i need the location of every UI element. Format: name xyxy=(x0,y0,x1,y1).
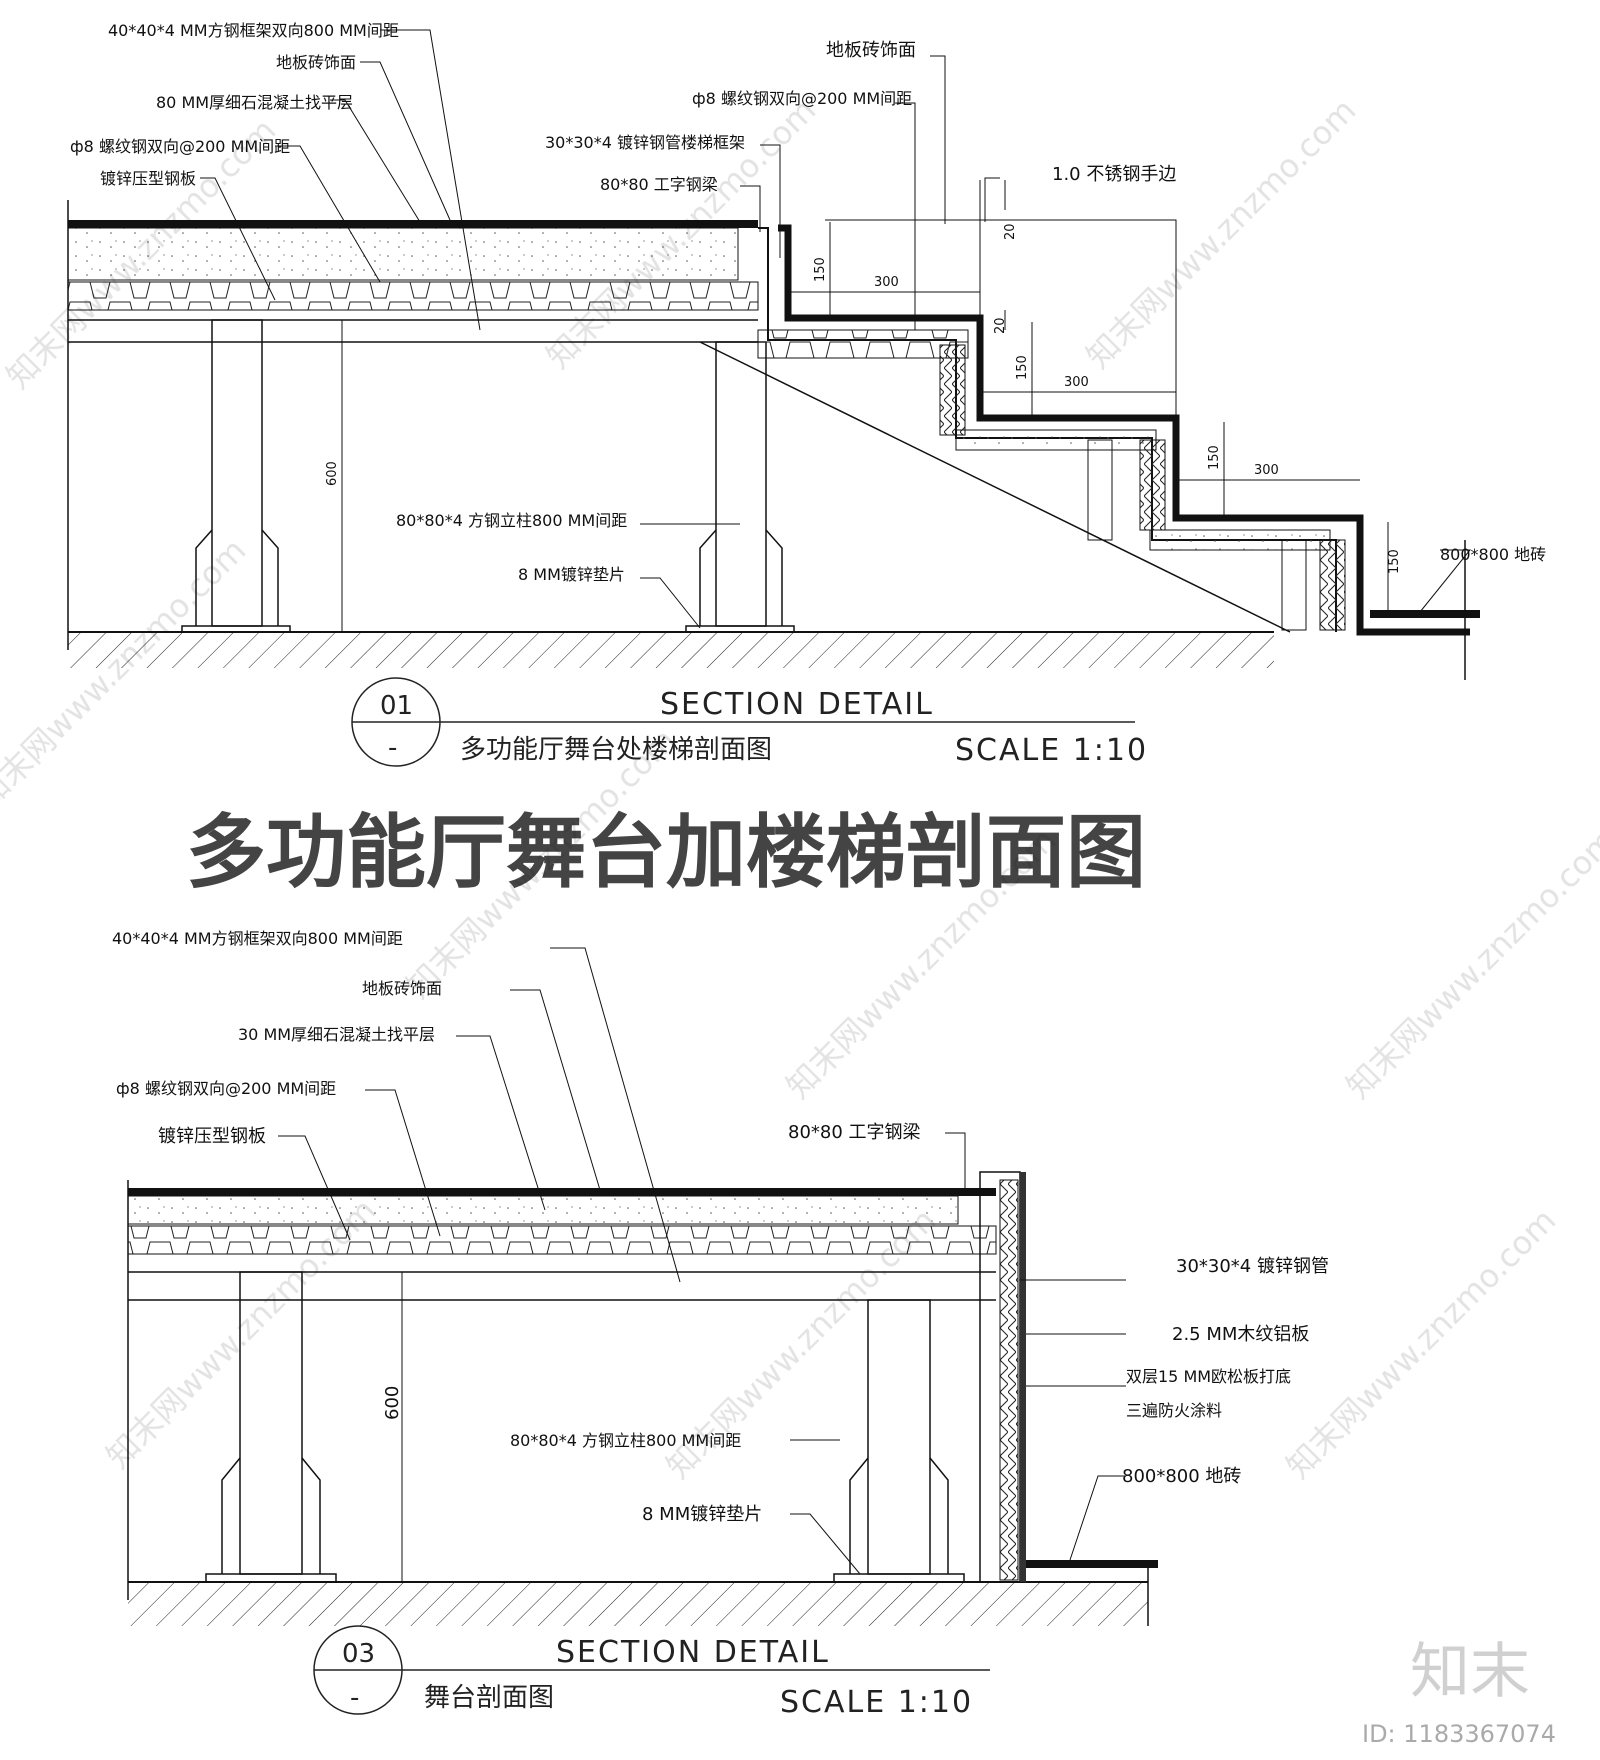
section-01-dash: - xyxy=(388,733,397,763)
svg-text:知末网www.znzmo.com: 知末网www.znzmo.com xyxy=(1279,1201,1564,1486)
stair-finish-01 xyxy=(778,224,1470,636)
section-03-drawing xyxy=(127,1171,1158,1626)
label-01-rebar: ф8 螺纹钢双向@200 MM间距 xyxy=(70,137,290,156)
label-03-beam: 80*80 工字钢梁 xyxy=(788,1122,921,1143)
label-01-deck: 镀锌压型钢板 xyxy=(100,169,196,188)
label-01-floor-tile: 800*800 地砖 xyxy=(1440,545,1546,564)
label-03-column: 80*80*4 方钢立柱800 MM间距 xyxy=(510,1431,741,1450)
label-01-edge: 1.0 不锈钢手边 xyxy=(1052,164,1176,185)
page-title: 多功能厅舞台加楼梯剖面图 xyxy=(186,806,1146,899)
column-03b xyxy=(833,1299,965,1583)
label-03-frame: 40*40*4 MM方钢框架双向800 MM间距 xyxy=(112,929,403,948)
section-01-caption-en: SECTION DETAIL xyxy=(660,687,934,722)
label-03-board2: 三遍防火涂料 xyxy=(1126,1401,1222,1420)
section-03-caption-en: SECTION DETAIL xyxy=(556,1635,830,1670)
dim-01-height: 600 xyxy=(325,461,340,486)
label-03-concrete: 30 MM厚细石混凝土找平层 xyxy=(238,1025,435,1044)
section-03-caption-cn: 舞台剖面图 xyxy=(424,1683,554,1713)
section-01-caption-cn: 多功能厅舞台处楼梯剖面图 xyxy=(460,735,772,765)
label-01-stair-rebar: ф8 螺纹钢双向@200 MM间距 xyxy=(692,89,912,108)
section-01-number: 01 xyxy=(380,691,413,721)
concrete-layer-03 xyxy=(127,1195,959,1225)
section-03-number: 03 xyxy=(342,1639,375,1669)
label-01-shim: 8 MM镀锌垫片 xyxy=(518,565,625,584)
dim-01-riser2: 150 xyxy=(1015,355,1030,380)
ground-hatch-03 xyxy=(128,1582,1148,1626)
column-01b xyxy=(685,341,795,633)
dim-03-height: 600 xyxy=(382,1386,403,1420)
section-01-drawing xyxy=(67,180,1480,680)
concrete-layer-01 xyxy=(67,227,739,281)
label-03-tile-face: 地板砖饰面 xyxy=(362,979,442,998)
label-03-shim: 8 MM镀锌垫片 xyxy=(642,1504,762,1525)
label-01-stair-frame: 30*30*4 镀锌钢管楼梯框架 xyxy=(545,133,745,152)
section-03-dash: - xyxy=(350,1683,359,1713)
section-03-scale: SCALE 1:10 xyxy=(780,1685,973,1720)
label-03-panel: 2.5 MM木纹铝板 xyxy=(1172,1324,1309,1345)
steel-deck-03 xyxy=(127,1225,997,1255)
label-01-column: 80*80*4 方钢立柱800 MM间距 xyxy=(396,511,627,530)
steel-deck-01 xyxy=(67,281,759,311)
label-01-frame: 40*40*4 MM方钢框架双向800 MM间距 xyxy=(108,21,399,40)
dim-01-tread2: 300 xyxy=(1064,375,1089,390)
watermark-logo: 知末 xyxy=(1410,1637,1530,1707)
column-03a xyxy=(205,1271,337,1583)
svg-text:知末网www.znzmo.com: 知末网www.znzmo.com xyxy=(0,531,253,816)
label-03-rebar: ф8 螺纹钢双向@200 MM间距 xyxy=(116,1079,336,1098)
dim-01-tread3: 300 xyxy=(1254,463,1279,478)
dim-01-tread1: 300 xyxy=(874,275,899,290)
tile-face-01 xyxy=(68,220,758,228)
dim-01-edge1: 20 xyxy=(1003,223,1018,240)
leaders-03 xyxy=(278,947,1126,1575)
dim-01-riser3: 150 xyxy=(1207,445,1222,470)
svg-text:知末网www.znzmo.com: 知末网www.znzmo.com xyxy=(1079,91,1364,376)
label-03-pipe: 30*30*4 镀锌钢管 xyxy=(1176,1256,1329,1277)
label-01-tile-face: 地板砖饰面 xyxy=(276,53,356,72)
dim-01-edge2: 20 xyxy=(993,317,1008,334)
dim-01-riser4: 150 xyxy=(1387,549,1402,574)
label-01-stair-tile: 地板砖饰面 xyxy=(826,40,916,61)
section-01-scale: SCALE 1:10 xyxy=(955,733,1148,768)
label-03-board1: 双层15 MM欧松板打底 xyxy=(1126,1367,1291,1386)
label-01-beam: 80*80 工字钢梁 xyxy=(600,175,718,194)
svg-text:知末网www.znzmo.com: 知末网www.znzmo.com xyxy=(1339,821,1600,1106)
dim-01-riser1: 150 xyxy=(813,257,828,282)
column-01a xyxy=(181,319,291,633)
label-01-concrete: 80 MM厚细石混凝土找平层 xyxy=(156,93,353,112)
label-03-floor-tile: 800*800 地砖 xyxy=(1122,1466,1241,1487)
tile-face-03 xyxy=(128,1188,996,1196)
caption-01 xyxy=(351,677,1135,767)
watermark-id: ID: 1183367074 xyxy=(1362,1720,1556,1748)
ground-hatch-01 xyxy=(68,632,1274,668)
caption-03 xyxy=(313,1625,990,1715)
label-03-deck: 镀锌压型钢板 xyxy=(158,1126,266,1147)
leaders-01 xyxy=(200,29,1472,629)
